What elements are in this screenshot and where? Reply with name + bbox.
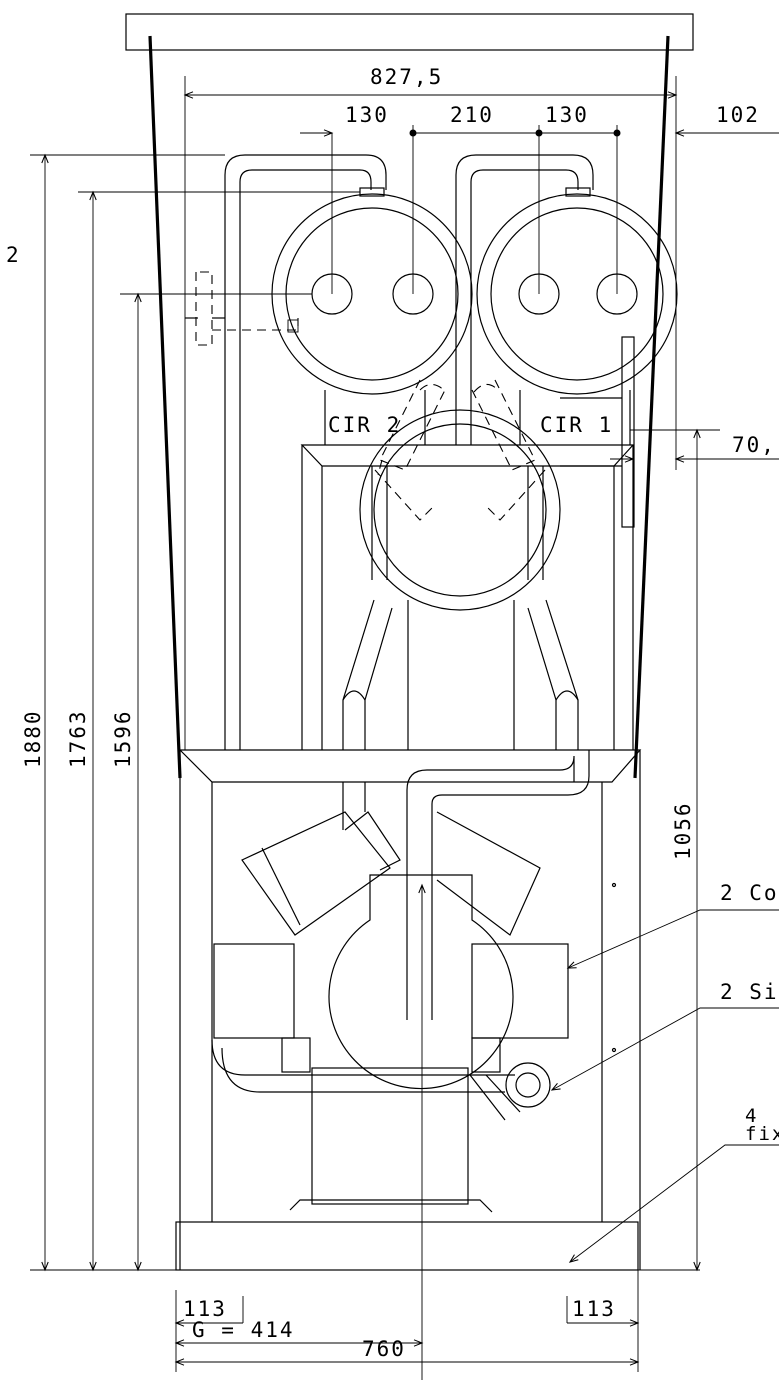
dim-right-offset-mid: 70, xyxy=(732,433,776,457)
dim-height-total: 1880 xyxy=(21,709,45,768)
dim-upper-right-spacing: 130 xyxy=(545,103,589,127)
callout-fixings-line2: fix xyxy=(745,1123,779,1145)
dim-height-third: 1596 xyxy=(111,709,135,768)
dim-center-spacing: 210 xyxy=(450,103,494,127)
roof-frame xyxy=(125,13,694,779)
middle-deck xyxy=(178,749,642,1270)
upper-structure xyxy=(185,317,635,750)
dim-right-offset-top: 102 xyxy=(716,103,760,127)
dim-bottom-left-offset: 113 xyxy=(183,1297,227,1321)
dim-center-of-gravity: G = 414 xyxy=(192,1318,295,1342)
condenser-pipes xyxy=(224,154,594,750)
evaporator xyxy=(342,336,635,750)
dim-height-second: 1763 xyxy=(66,709,90,768)
dimension-lines xyxy=(30,91,779,1380)
base-frame xyxy=(30,1221,700,1271)
dashed-fitting xyxy=(195,271,299,346)
callout-fixings-line1: 4 xyxy=(745,1105,758,1127)
callout-silencers: 2 Si xyxy=(720,980,779,1004)
callout-leaders xyxy=(550,909,779,1263)
label-circuit-1: CIR 1 xyxy=(540,413,613,437)
dim-upper-left-spacing: 130 xyxy=(345,103,389,127)
dim-left-edge-number: 2 xyxy=(6,243,21,267)
callout-compressors: 2 Co xyxy=(720,881,779,905)
compressor xyxy=(211,750,590,1213)
dim-base-width: 760 xyxy=(362,1337,406,1361)
circuit-1-vessel xyxy=(476,193,678,395)
label-circuit-2: CIR 2 xyxy=(328,413,401,437)
dim-height-right: 1056 xyxy=(671,801,695,860)
dim-top-width: 827,5 xyxy=(370,65,443,89)
dim-bottom-right-offset: 113 xyxy=(572,1297,616,1321)
